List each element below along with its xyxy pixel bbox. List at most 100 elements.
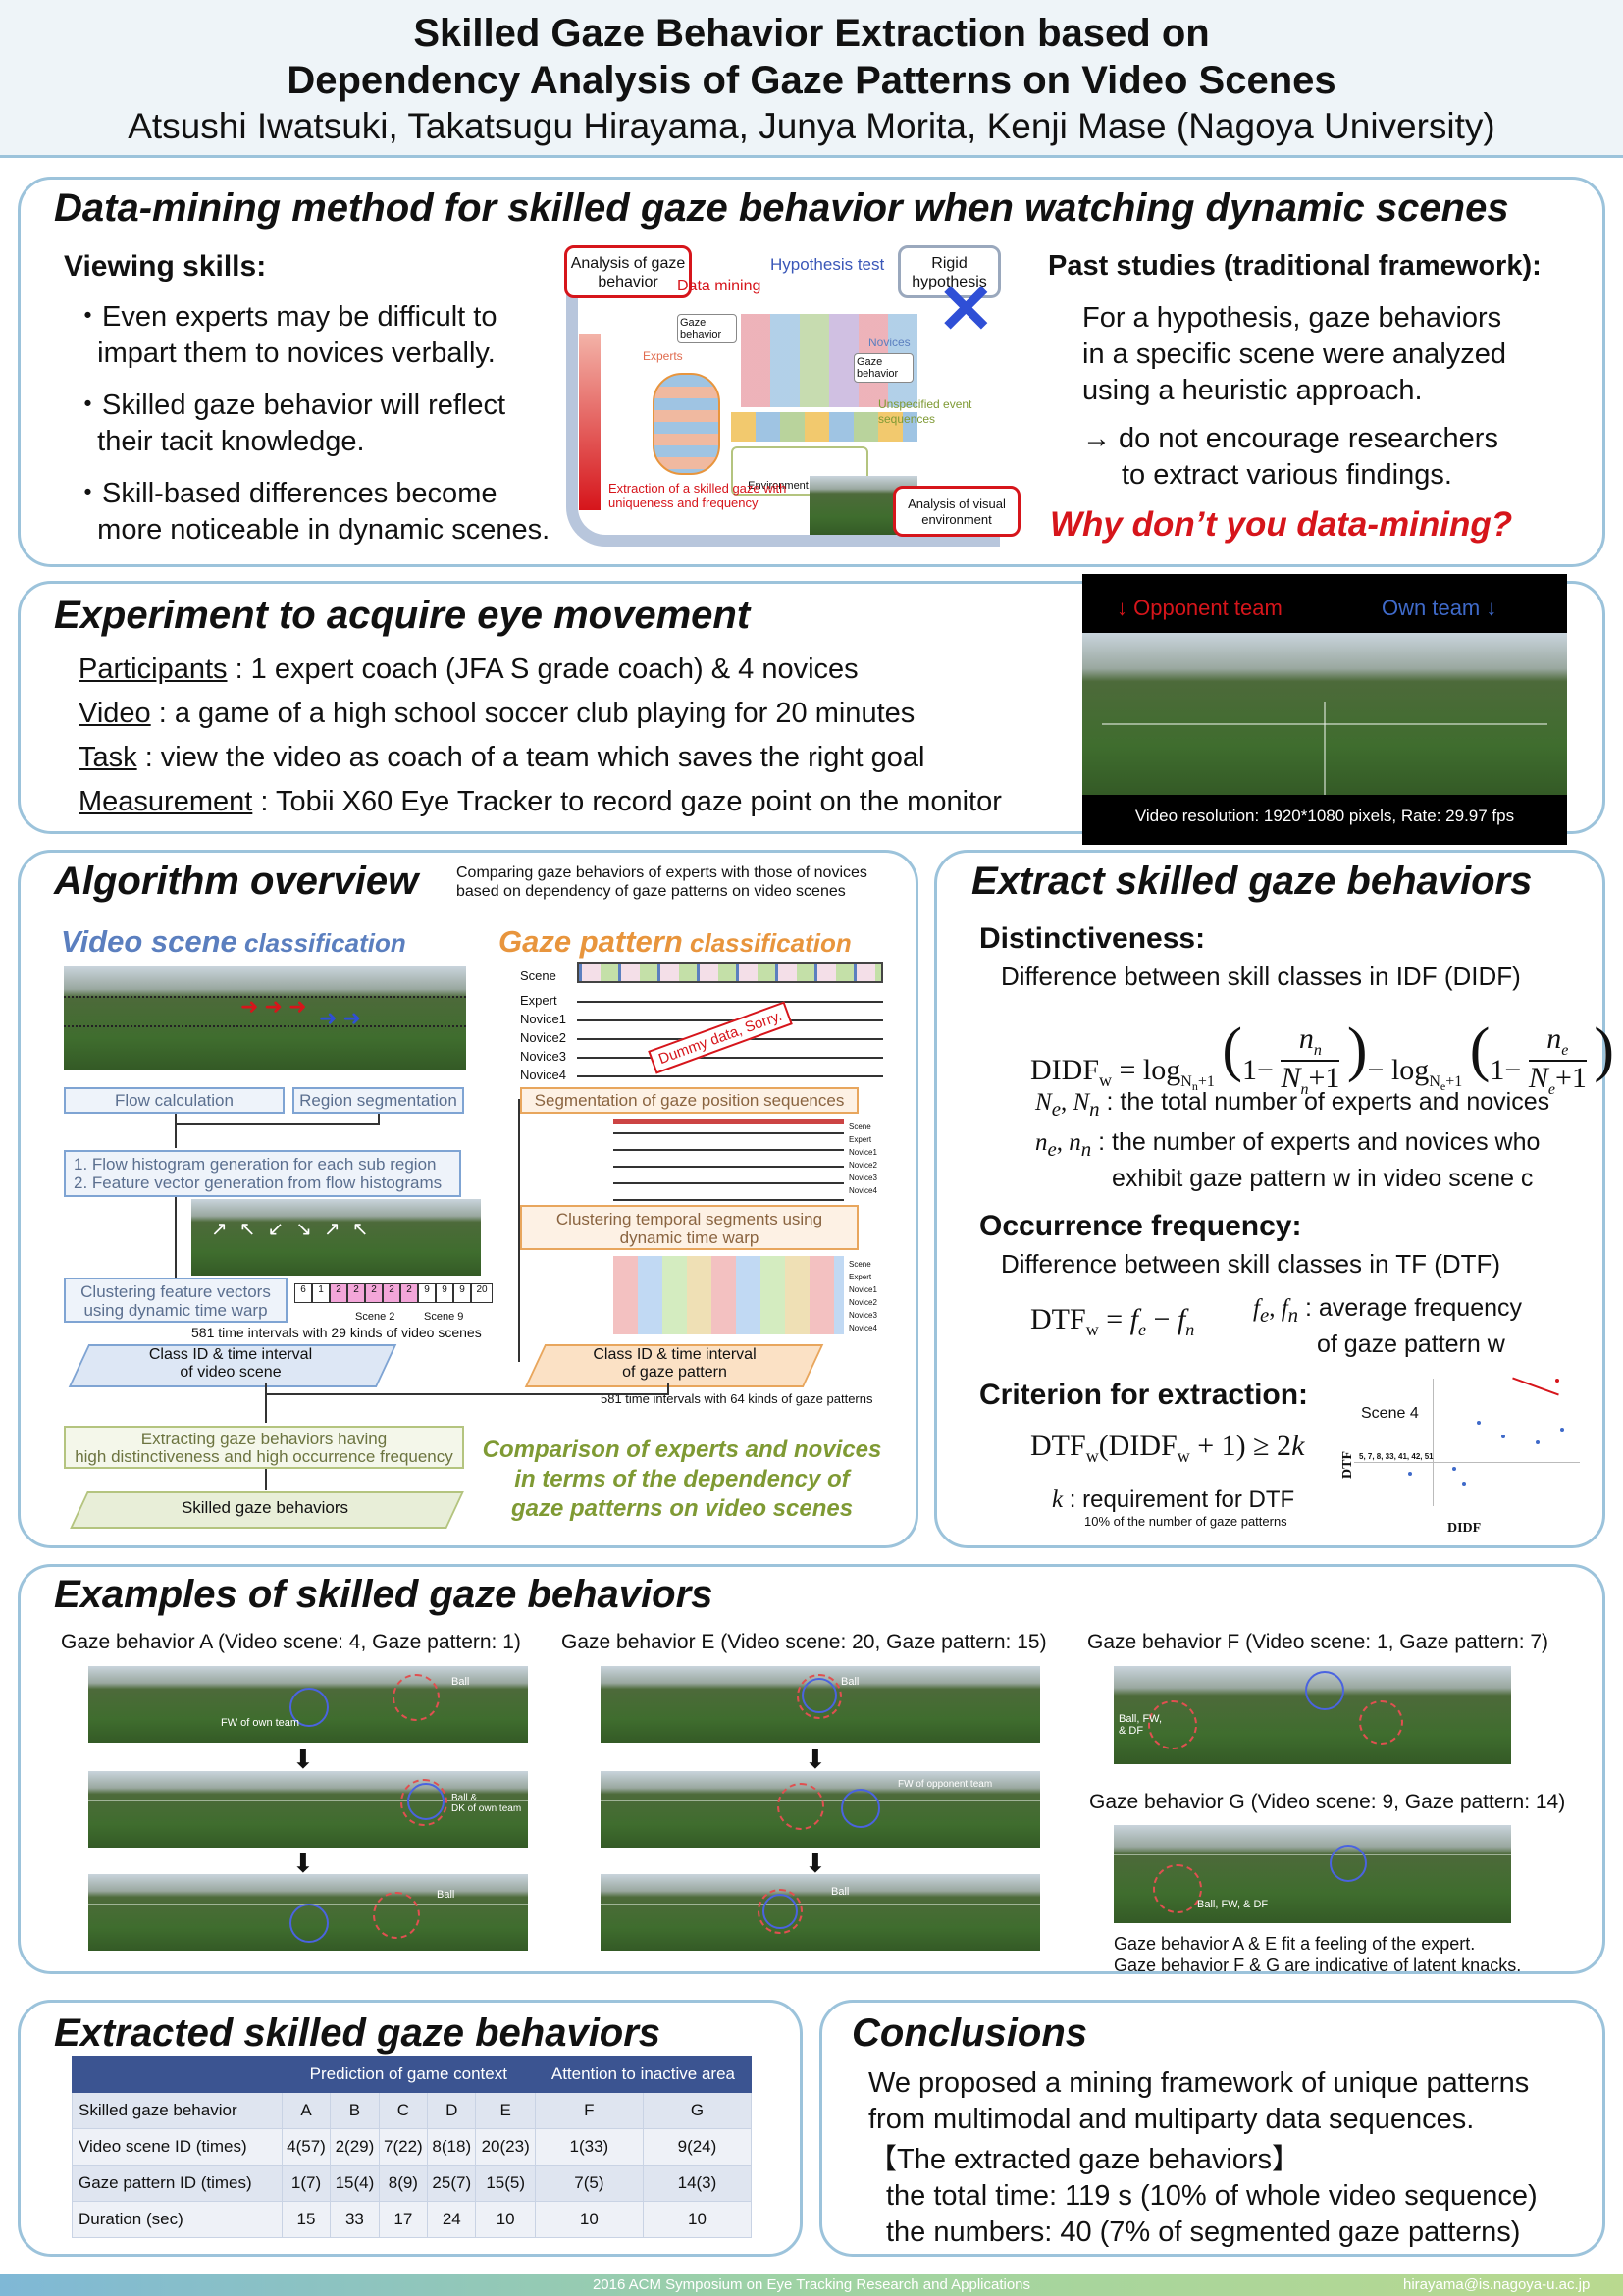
track-labels: Scene Expert Novice1 Novice2 Novice3 Nov… [520, 966, 566, 1084]
participants-row: Participants : 1 expert coach (JFA S gra… [79, 653, 859, 685]
example-a-frame3: Ball [88, 1874, 528, 1951]
extract-line2: high distinctiveness and high occurrence… [75, 1447, 453, 1466]
note-ae: Gaze behavior A & E fit a feeling of the… [1114, 1934, 1476, 1954]
video-row: Video : a game of a high school soccer c… [79, 698, 916, 729]
concl-line5: the numbers: 40 (7% of segmented gaze pa… [886, 2217, 1521, 2248]
class-v-line2: of video scene [180, 1364, 282, 1381]
dtf-formula: DTFw = fe − fn [1030, 1303, 1195, 1339]
past-line2: in a specific scene were analyzed [1082, 339, 1507, 370]
table-header-group: Prediction of game context Attention to … [72, 2056, 753, 2093]
occurrence-heading: Occurrence frequency: [979, 1210, 1302, 1242]
bullet-2: ・Skilled gaze behavior will reflect thei… [74, 390, 506, 457]
table-row: Gaze pattern ID (times) 1(7)15(4)8(9)25(… [72, 2165, 753, 2202]
scatter-plot: Scene 4 DTF DIDF 5, 7, 8, 33, 41, 42, 51 [1335, 1374, 1580, 1536]
criterion-formula: DTFw(DIDFw + 1) ≥ 2k [1030, 1430, 1305, 1466]
concl-line2: from multimodal and multiparty data sequ… [868, 2104, 1475, 2135]
section3-title: Algorithm overview [54, 860, 419, 903]
gaze-behavior-label: Gaze behavior [677, 314, 737, 343]
ball-label: Ball [831, 1886, 850, 1898]
track-novice1: Novice1 [520, 1012, 566, 1026]
past-studies-heading: Past studies (traditional framework): [1048, 250, 1542, 282]
seg-track: Novice2 [849, 1161, 877, 1170]
connector-4 [265, 1383, 267, 1423]
cluster-gaze-box: Clustering temporal segments using dynam… [520, 1205, 859, 1250]
example-e-frame2: FW of opponent team [601, 1771, 1040, 1848]
field-line [88, 1800, 528, 1801]
scatter-point [1560, 1428, 1564, 1432]
example-g-frame: Ball, FW, & DF [1114, 1825, 1511, 1923]
connector-g [518, 1099, 520, 1362]
ball-label: Ball [451, 1676, 470, 1688]
gaze-circle-expert [407, 1783, 445, 1820]
gaze-circle-novice [758, 1889, 803, 1934]
gaze-circle-novice [373, 1892, 420, 1939]
cell: 8(9) [378, 2165, 429, 2202]
cmp-line1: Comparison of experts and novices [482, 1436, 882, 1463]
cluster-v-line1: Clustering feature vectors [80, 1282, 271, 1301]
gaze-circle-novice [1153, 1864, 1202, 1913]
hist-line1: 1. Flow histogram generation for each su… [74, 1155, 437, 1174]
cluster-g-line2: dynamic time warp [619, 1228, 759, 1247]
track-novice4: Novice4 [520, 1068, 566, 1082]
flow-arrows-blue: ➜ ➜ [319, 1006, 361, 1030]
axis-x [1354, 1462, 1580, 1463]
gaze-circle-novice [797, 1674, 842, 1719]
seq-cell: 2 [383, 1283, 400, 1303]
own-team-label: Own team ↓ [1382, 596, 1497, 620]
seq-cell: 9 [436, 1283, 453, 1303]
cell: 25(7) [427, 2165, 477, 2202]
connector-h [177, 1123, 378, 1125]
seg-track-labels: Scene Expert Novice1 Novice2 Novice3 Nov… [849, 1121, 877, 1197]
cell: 9(24) [642, 2128, 753, 2166]
cell: D [427, 2092, 477, 2129]
cell: 15(5) [475, 2165, 536, 2202]
seg-track: Novice3 [849, 1174, 877, 1182]
row-header: Gaze pattern ID (times) [72, 2165, 283, 2202]
segmentation-box: Segmentation of gaze position sequences [520, 1087, 859, 1114]
example-f-frame: Ball, FW, & DF [1114, 1666, 1511, 1764]
analysis-gaze-box: Analysis of gaze behavior [564, 245, 692, 298]
down-arrow-icon: ⬇ [805, 1849, 826, 1878]
bullet-1: ・Even experts may be difficult to impart… [74, 301, 497, 369]
gaze-circle-expert [1330, 1845, 1367, 1882]
cell: 14(3) [642, 2165, 753, 2202]
ball-label: Ball [437, 1889, 455, 1901]
cell: 1(33) [534, 2128, 644, 2166]
class-g-line1: Class ID & time interval [593, 1346, 757, 1363]
table-corner [72, 2056, 283, 2093]
rigid-hypothesis-box: Rigid hypothesis [898, 245, 1001, 298]
cluster-video-box: Clustering feature vectors using dynamic… [64, 1278, 288, 1323]
cell: B [330, 2092, 380, 2129]
video-intervals: 581 time intervals with 29 kinds of vide… [191, 1325, 482, 1340]
data-mining-label: Data mining [677, 278, 761, 294]
track-expert: Expert [520, 993, 557, 1008]
past-studies-text: For a hypothesis, gaze behaviors in a sp… [1082, 300, 1506, 494]
ne-definition: Ne, Nn : the total number of experts and… [1035, 1088, 1550, 1121]
cell: G [642, 2092, 753, 2129]
cell: A [281, 2092, 332, 2129]
cell: 33 [330, 2201, 380, 2238]
viewing-skills-heading: Viewing skills: [64, 250, 267, 283]
clu-track: Scene [849, 1260, 871, 1269]
example-e-frame1: Ball [601, 1666, 1040, 1743]
group-attention: Attention to inactive area [534, 2056, 753, 2093]
cluster-v-line2: using dynamic time warp [83, 1301, 268, 1320]
example-g-caption: Gaze behavior G (Video scene: 9, Gaze pa… [1089, 1791, 1566, 1813]
scene2-label: Scene 2 [355, 1311, 395, 1323]
section-extract [934, 850, 1605, 1548]
title-line2: Dependency Analysis of Gaze Patterns on … [287, 59, 1336, 102]
scatter-point [1555, 1379, 1559, 1383]
experiment-details: Participants : 1 expert coach (JFA S gra… [79, 648, 1002, 824]
opponent-team-label: ↓ Opponent team [1117, 596, 1283, 620]
experts-label: Experts [643, 349, 683, 363]
cell: 8(18) [427, 2128, 477, 2166]
cell: 24 [427, 2201, 477, 2238]
title-line1: Skilled Gaze Behavior Extraction based o… [413, 12, 1210, 55]
gaze-circle-expert [802, 1678, 837, 1713]
footer-email[interactable]: hirayama@is.nagoya-u.ac.jp [1403, 2276, 1591, 2293]
fw-own-label: FW of own team [221, 1717, 300, 1729]
note-line2: based on dependency of gaze patterns on … [456, 883, 846, 900]
hist-line2: 2. Feature vector generation from flow h… [74, 1174, 443, 1192]
fw-opponent-label: FW of opponent team [898, 1779, 993, 1790]
